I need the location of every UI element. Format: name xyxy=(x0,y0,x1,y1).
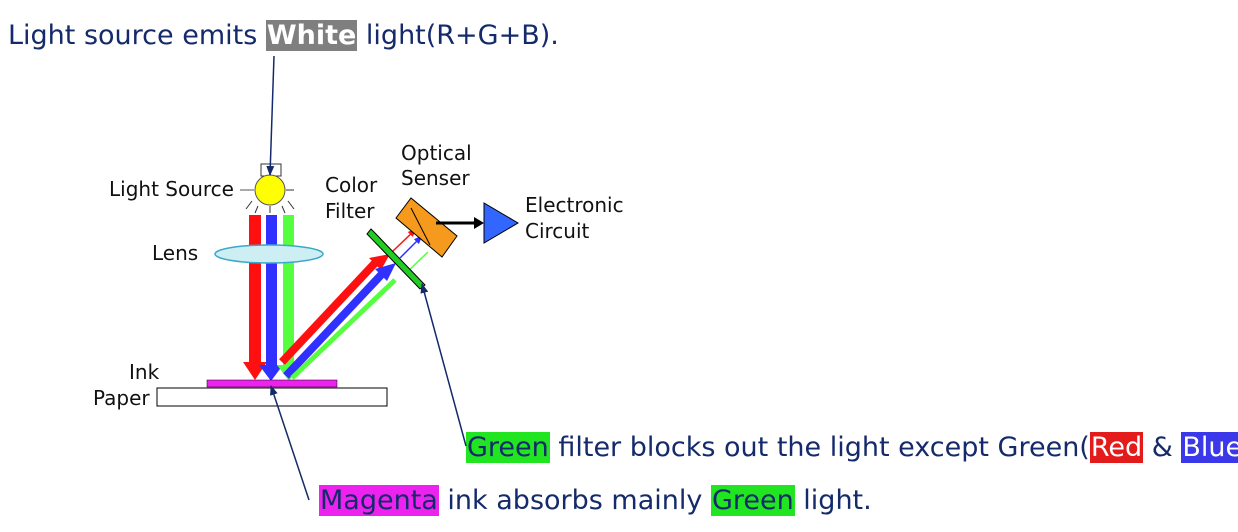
filter-caption: Green filter blocks out the light except… xyxy=(466,430,1238,466)
label-light-source: Light Source xyxy=(109,177,234,201)
ink-caption: Magenta ink absorbs mainly Green light. xyxy=(319,483,872,519)
lens-icon xyxy=(214,244,324,264)
ink-caption-end: light. xyxy=(794,485,872,516)
green-filter-highlight: Green xyxy=(466,432,550,463)
pointer-green-filter xyxy=(420,283,467,447)
blue-highlight: Blue xyxy=(1181,432,1238,463)
optical-sensor-icon xyxy=(395,197,458,258)
red-incident-light xyxy=(243,215,267,380)
label-lens: Lens xyxy=(152,241,198,265)
label-optical-sensor-2: Senser xyxy=(401,166,470,190)
ink-caption-text: ink absorbs mainly xyxy=(438,485,711,516)
top-caption-post: light(R+G+B). xyxy=(357,20,559,51)
label-color-filter-1: Color xyxy=(325,173,378,197)
reflected-light xyxy=(279,254,397,380)
green-light-highlight: Green xyxy=(710,485,795,516)
white-highlight: White xyxy=(265,20,358,51)
magenta-highlight: Magenta xyxy=(319,485,439,516)
pointer-magenta-ink xyxy=(270,385,310,501)
label-color-filter-2: Filter xyxy=(325,199,375,223)
filter-caption-amp: & xyxy=(1143,432,1182,463)
blue-filtered-light xyxy=(399,235,423,259)
label-electronic-circuit-2: Circuit xyxy=(525,219,590,243)
red-filtered-light xyxy=(392,228,417,252)
label-optical-sensor-1: Optical xyxy=(401,141,472,165)
label-paper: Paper xyxy=(93,386,150,410)
electronic-circuit-icon xyxy=(483,202,519,244)
filter-caption-text: filter blocks out the light except Green… xyxy=(549,432,1090,463)
blue-incident-light xyxy=(259,215,283,381)
sensor-to-circuit-arrowhead xyxy=(474,217,484,229)
pointer-white-to-source xyxy=(266,55,275,176)
label-ink: Ink xyxy=(129,360,160,384)
top-caption-pre: Light source emits xyxy=(8,20,266,51)
label-electronic-circuit-1: Electronic xyxy=(525,193,624,217)
green-incident-light xyxy=(277,215,300,381)
magenta-ink xyxy=(206,379,338,388)
top-caption: Light source emits White light(R+G+B). xyxy=(8,18,559,54)
red-highlight: Red xyxy=(1089,432,1144,463)
